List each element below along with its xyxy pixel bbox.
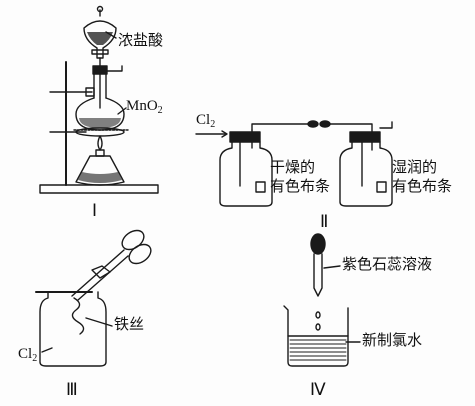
- beaker: [283, 305, 349, 367]
- lamp-flame: [97, 135, 103, 151]
- label-chlorine-water: 新制氯水: [362, 331, 423, 349]
- flask-stopper: [92, 65, 108, 75]
- dropper-bulb: [310, 233, 326, 255]
- flask-outlet-tube: [105, 65, 123, 72]
- drop-1: [315, 311, 321, 319]
- label-mno2: MnO2: [126, 98, 163, 116]
- label-apparatus-4: Ⅳ: [310, 380, 326, 399]
- connect-tube-left: [251, 123, 309, 131]
- leader-litmus: [323, 265, 341, 269]
- label-cl2-jar: Cl2: [18, 346, 38, 364]
- rubber-joint-left: [307, 120, 319, 128]
- beaker-liquid: [289, 339, 347, 361]
- label-wet-strip-line2: 有色布条: [392, 177, 453, 195]
- leader-hcl: [105, 31, 117, 39]
- bottle1-cloth-strip: [255, 181, 266, 193]
- label-apparatus-3: Ⅲ: [66, 380, 78, 399]
- apparatus-2-bleaching-test: [195, 120, 393, 207]
- lamp-alcohol: [78, 172, 122, 183]
- flask-mixture: [79, 118, 121, 128]
- tongs-loop-lower: [128, 243, 152, 265]
- arrow-head: [221, 130, 228, 138]
- round-bottom-flask: [75, 97, 125, 131]
- funnel-stopper-knob: [96, 5, 104, 13]
- leader-wire: [85, 317, 113, 327]
- bottle2: [339, 141, 393, 207]
- leader-mno2: [117, 107, 127, 115]
- drop-2: [315, 323, 321, 331]
- tongs-hinge: [91, 265, 111, 279]
- label-litmus: 紫色石蕊溶液: [342, 255, 433, 273]
- label-apparatus-2: Ⅱ: [320, 212, 329, 231]
- bottle2-stopper: [349, 131, 381, 143]
- leader-cl2-jar: [41, 347, 53, 353]
- iron-wire: [71, 297, 85, 335]
- bottle1-stopper: [229, 131, 261, 143]
- alcohol-lamp: [75, 155, 125, 186]
- lamp-wick-holder: [95, 149, 105, 157]
- label-cl2-inlet: Cl2: [196, 112, 216, 130]
- bottle2-exhaust: [379, 121, 393, 129]
- apparatus-3-iron-wire: [35, 229, 152, 367]
- label-iron-wire: 铁丝: [114, 315, 145, 333]
- bottle1: [219, 141, 273, 207]
- label-apparatus-1: Ⅰ: [92, 201, 98, 220]
- rubber-joint-right: [319, 120, 331, 128]
- dropper-tube: [313, 253, 323, 297]
- funnel-liquid: [87, 32, 113, 45]
- bottle2-cloth-strip: [376, 181, 387, 193]
- gas-jar: [39, 291, 107, 367]
- apparatus-4-litmus-test: [283, 233, 361, 367]
- stand-base: [39, 184, 159, 194]
- tongs-arms: [71, 249, 129, 301]
- funnel-stopcock: [91, 49, 109, 55]
- apparatus-1-chlorine-generator: [39, 5, 159, 194]
- label-dry-strip-line2: 有色布条: [270, 177, 331, 195]
- label-wet-strip-line1: 湿润的: [392, 158, 438, 176]
- label-dry-strip-line1: 干燥的: [270, 158, 316, 176]
- label-conc-hcl: 浓盐酸: [118, 31, 164, 49]
- separatory-funnel: [83, 20, 117, 59]
